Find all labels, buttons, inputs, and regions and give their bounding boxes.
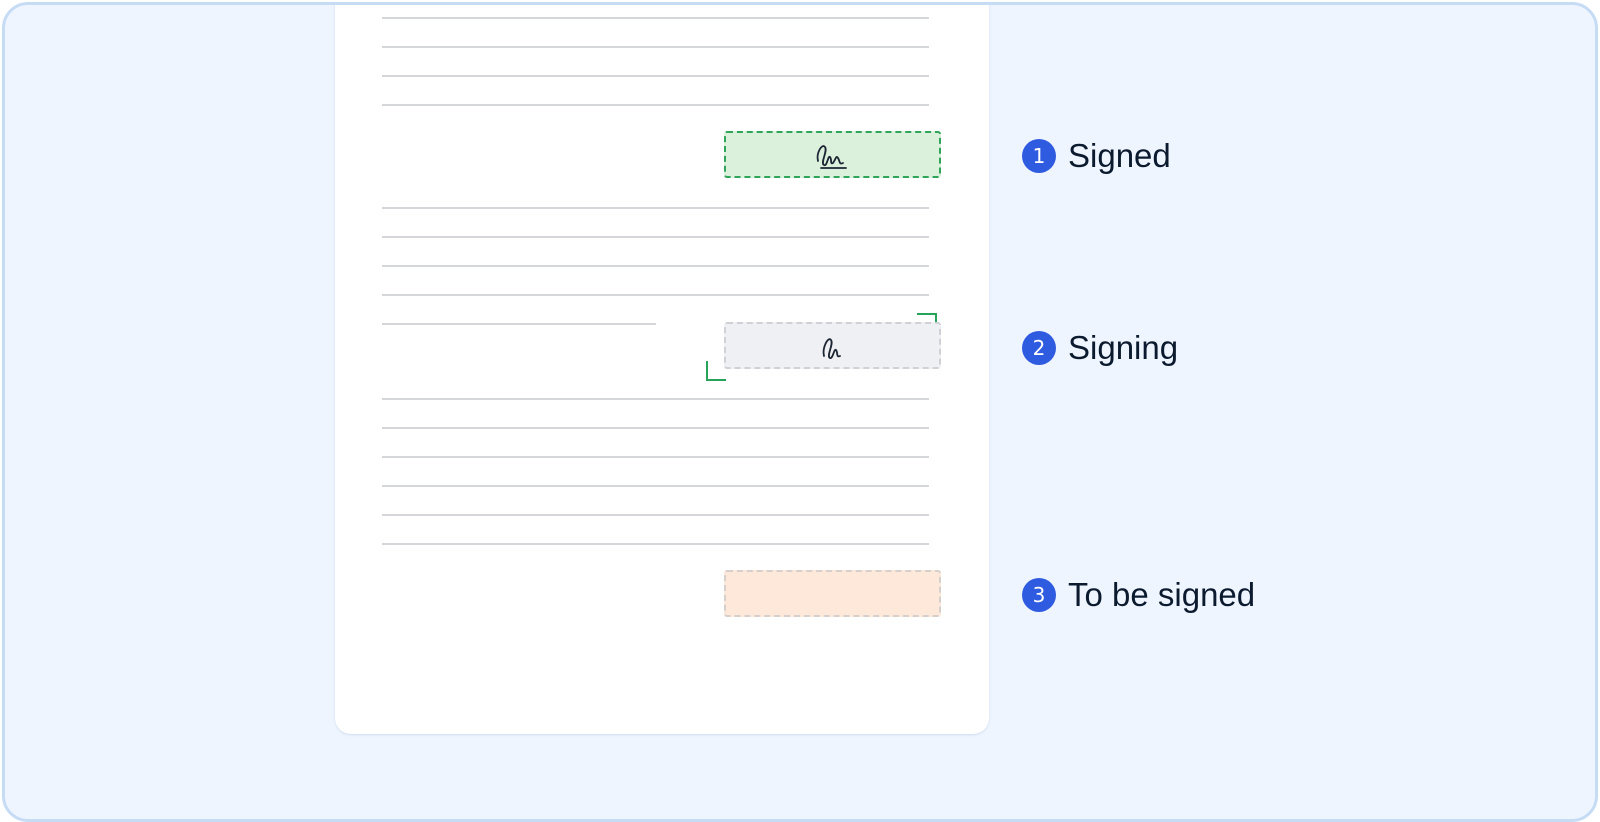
text-line [382,104,929,106]
text-line [382,543,929,545]
text-line [382,46,929,48]
text-line [382,294,929,296]
text-line [382,323,656,325]
status-label: To be signed [1068,576,1256,613]
text-line [382,75,929,77]
to-be-signed-field[interactable] [724,570,941,617]
step-badge: 3 [1022,578,1056,612]
step-badge: 2 [1022,331,1056,365]
status-signing: 2 Signing [1022,328,1178,368]
signature-icon [822,337,841,359]
signed-field [724,131,941,178]
text-line [382,265,929,267]
text-line [382,485,929,487]
signing-field[interactable] [724,322,941,369]
status-label: Signed [1068,137,1171,174]
step-badge: 1 [1022,139,1056,173]
status-label: Signing [1068,329,1179,366]
document-page [335,5,989,734]
text-line [382,427,929,429]
text-line [382,236,929,238]
text-line [382,398,929,400]
text-line [382,456,929,458]
focus-bracket-bottom-left [706,361,726,381]
text-line [382,207,929,209]
status-signed: 1 Signed [1022,136,1171,176]
status-to-be-signed: 3 To be signed [1022,575,1255,615]
text-line [382,514,929,516]
text-line [382,17,929,19]
signature-icon [816,144,847,169]
